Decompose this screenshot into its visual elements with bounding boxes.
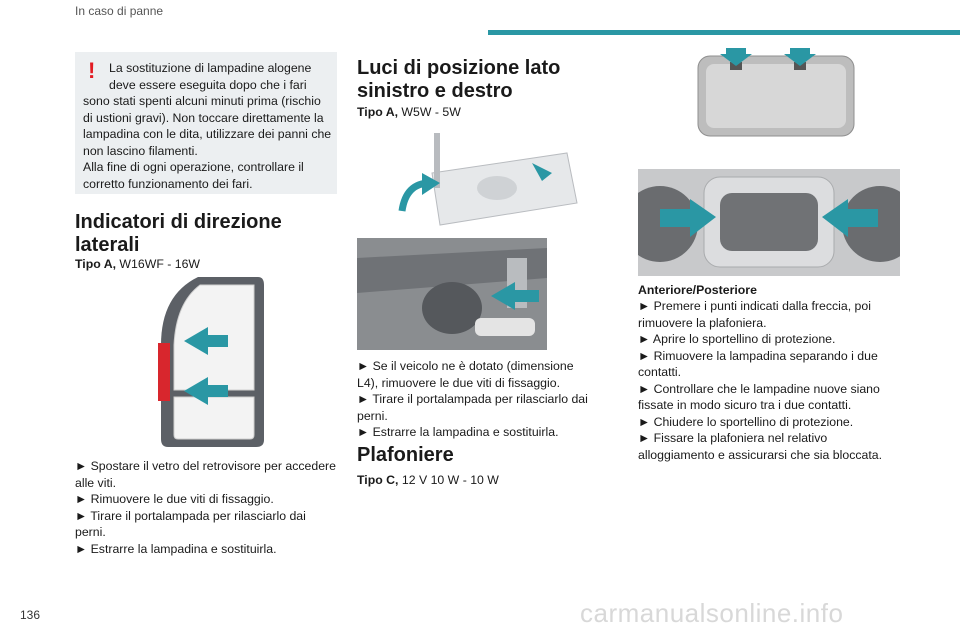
warning-text: sono stati spenti alcuni minuti prima (r… [83, 94, 332, 158]
position-light-illustration [398, 133, 578, 226]
step-item: ► Rimuovere la lampadina separando i due… [638, 348, 878, 380]
tipo-label: Tipo A, [357, 105, 398, 119]
step-item: ► Tirare il portalampada per rilasciarlo… [357, 392, 588, 423]
warning-note: Alla fine di ogni operazione, controllar… [83, 160, 304, 191]
step-item: ► Tirare il portalampada per rilasciarlo… [75, 508, 306, 540]
step-item: ► Estrarre la lampadina e sostituirla. [75, 541, 277, 556]
tipo-label: Tipo C, [357, 473, 399, 487]
step-item: ► Spostare il vetro del retrovisore per … [75, 459, 336, 490]
tipo-value: W16WF - 16W [119, 257, 201, 271]
mirror-illustration [158, 277, 264, 447]
step-item: ► Premere i punti indicati dalla freccia… [638, 299, 871, 330]
plafoniere-steps: ► Premere i punti indicati dalla freccia… [638, 298, 900, 463]
warning-line-1: La sostituzione di lampadine alogene [109, 61, 312, 75]
indicatori-steps: ► Spostare il vetro del retrovisore per … [75, 458, 337, 557]
indicatori-tipo: Tipo A, W16WF - 16W [75, 256, 200, 273]
luci-title: Luci di posizione lato sinistro e destro [357, 57, 561, 102]
accent-bar [488, 30, 960, 35]
ceiling-lamp-illustration [697, 48, 855, 137]
page-number: 136 [20, 608, 41, 622]
step-item: ► Aprire lo sportellino di protezione. [638, 332, 836, 346]
lamp-removal-illustration [638, 169, 900, 276]
bulb-holder-illustration [357, 238, 547, 350]
warning-line-2: deve essere eseguita dopo che i fari [109, 77, 307, 92]
luci-tipo: Tipo A, W5W - 5W [357, 104, 461, 121]
exclamation-icon: ! [88, 58, 96, 83]
step-item: ► Se il veicolo ne è dotato (dimensione … [357, 359, 574, 390]
step-item: ► Controllare che le lampadine nuove sia… [638, 381, 880, 413]
step-item: ► Estrarre la lampadina e sostituirla. [357, 425, 559, 439]
tipo-value: 12 V 10 W - 10 W [401, 473, 499, 487]
watermark: carmanualsonline.info [580, 598, 844, 628]
indicatori-title: Indicatori di direzione laterali [75, 211, 282, 256]
tipo-value: W5W - 5W [401, 105, 461, 119]
plafoniere-tipo: Tipo C, 12 V 10 W - 10 W [357, 472, 499, 489]
plafoniere-subheading: Anteriore/Posteriore [638, 283, 757, 297]
step-item: ► Chiudere lo sportellino di protezione. [638, 414, 854, 429]
step-item: ► Fissare la plafoniera nel relativo all… [638, 431, 883, 462]
section-header: In caso di panne [75, 4, 164, 18]
tipo-label: Tipo A, [75, 257, 116, 271]
luci-steps: ► Se il veicolo ne è dotato (dimensione … [357, 358, 597, 441]
step-item: ► Rimuovere le due viti di fissaggio. [75, 492, 274, 506]
plafoniere-title: Plafoniere [357, 444, 454, 466]
warning-box: ! La sostituzione di lampadine alogene d… [75, 52, 337, 194]
